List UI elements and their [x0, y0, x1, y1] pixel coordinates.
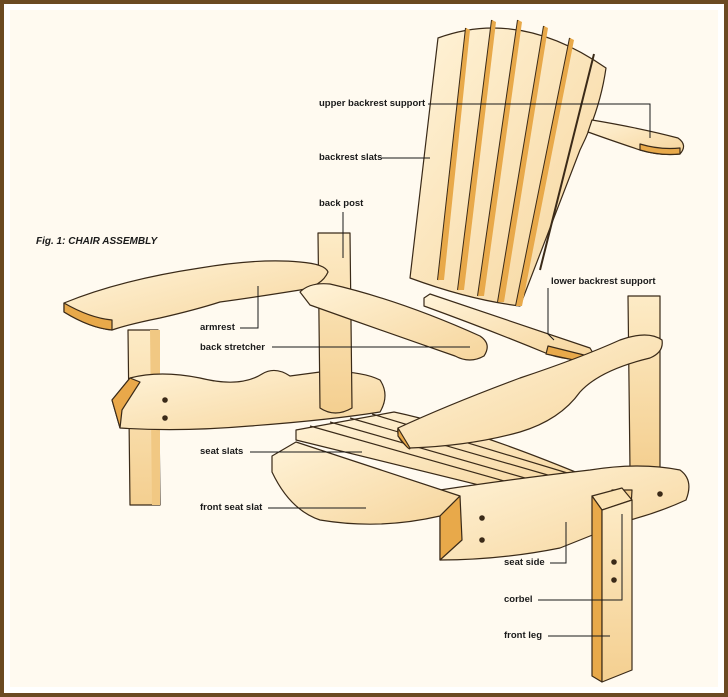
label-corbel: corbel: [504, 594, 533, 605]
right-back-upright: [627, 295, 661, 471]
label-front-seat-slat: front seat slat: [200, 502, 263, 513]
upper-backrest-support: [587, 119, 685, 156]
leader-corbel: [538, 514, 623, 601]
leader-lines: [240, 103, 651, 637]
label-front-leg: front leg: [504, 630, 542, 641]
label-upper-backrest-support: upper backrest support: [319, 98, 426, 109]
label-armrest: armrest: [200, 322, 235, 333]
left-armrest: [63, 260, 329, 331]
leader-upper-backrest-support: [428, 103, 651, 138]
leader-lower-backrest-support: [547, 288, 555, 341]
leader-armrest: [240, 286, 259, 329]
figure-title: Fig. 1: CHAIR ASSEMBLY: [36, 236, 158, 247]
label-back-post: back post: [319, 198, 364, 209]
leader-seat-side: [550, 522, 567, 564]
back-post: [317, 232, 353, 414]
front-seat-slat: [271, 441, 463, 561]
label-lower-backrest-support: lower backrest support: [551, 276, 656, 287]
label-back-stretcher: back stretcher: [200, 342, 265, 353]
label-seat-slats: seat slats: [200, 446, 244, 457]
right-front-leg: [591, 487, 633, 683]
right-armrest: [397, 334, 663, 450]
label-backrest-slats: backrest slats: [319, 152, 383, 163]
backrest-slats: [409, 19, 607, 307]
label-seat-side: seat side: [504, 557, 545, 568]
back-stretcher: [299, 283, 488, 361]
